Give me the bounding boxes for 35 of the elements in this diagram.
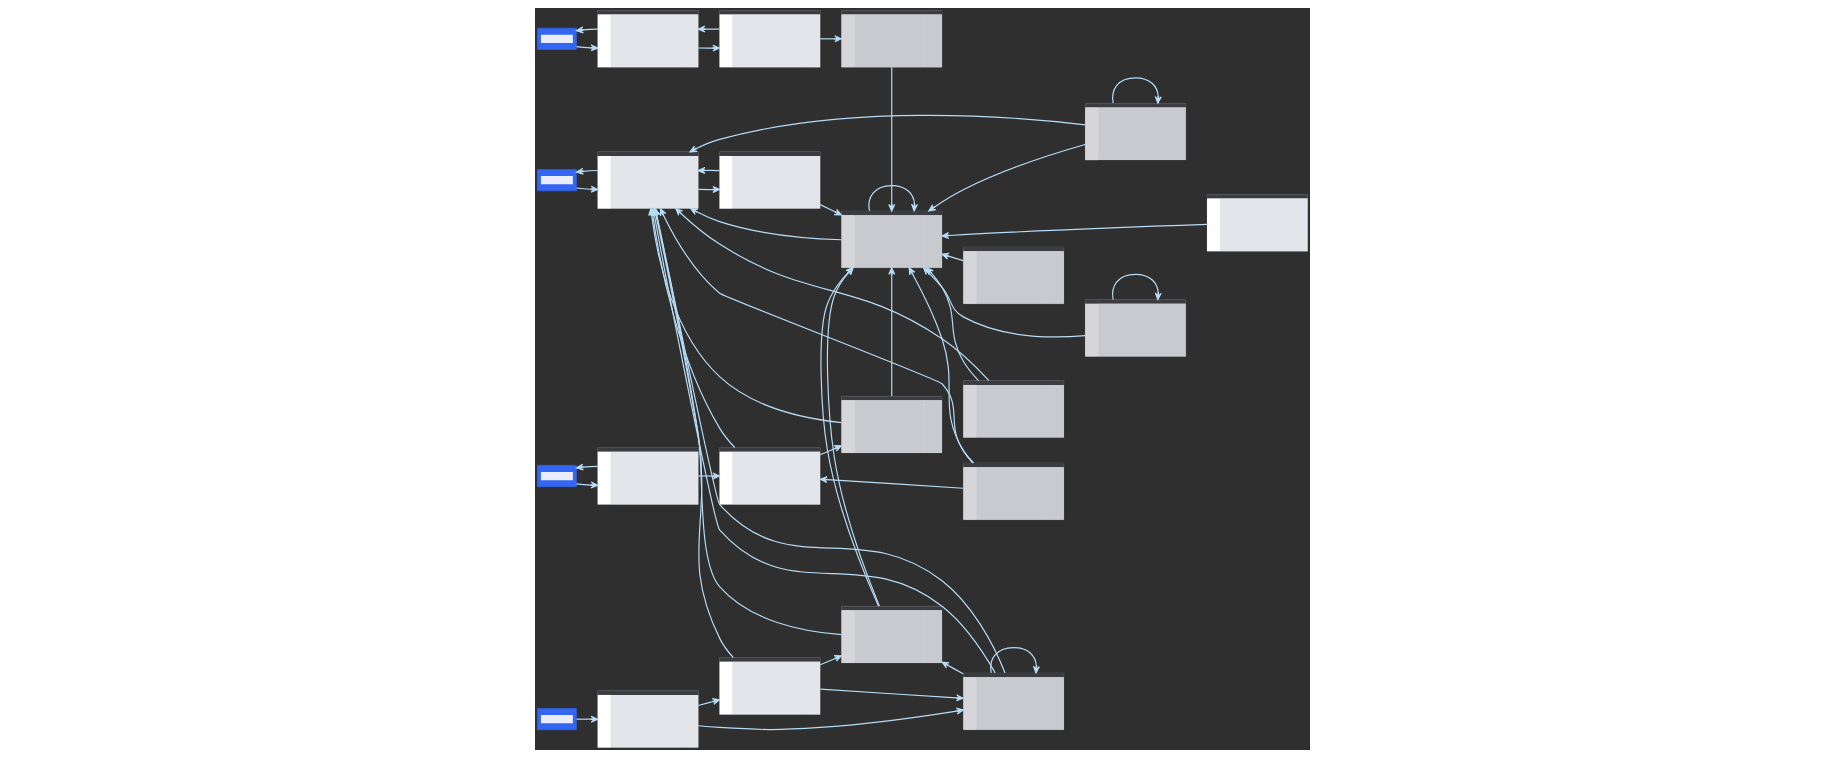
arrow [925,267,979,382]
arrow [819,445,842,456]
arrow [697,472,720,480]
arrow [575,185,598,193]
arrow [575,26,598,34]
arrow [575,481,598,489]
arrow [697,698,720,707]
arrow [697,25,720,33]
arrow [819,204,842,216]
arrow [941,223,1207,239]
node-box [536,708,577,731]
node-box [536,169,577,192]
arrow [575,167,598,175]
arrow [941,661,964,675]
arrow [1111,273,1162,301]
node-box [536,465,577,487]
arrow [697,707,964,731]
arrow [1111,77,1162,104]
arrow [927,143,1086,212]
arrow [887,267,895,397]
arrow [867,184,918,212]
arrow [697,44,720,52]
arrow [941,252,964,262]
arrow [659,208,974,464]
arrow [819,476,964,489]
arrow [819,655,842,666]
arrow [575,463,598,471]
arrow [989,647,1040,674]
arrow [575,44,598,52]
arrow [674,208,990,382]
arrow [689,208,842,241]
node-box [536,27,577,50]
arrow [819,688,964,702]
arrow [887,66,895,212]
arrow [688,114,1086,153]
